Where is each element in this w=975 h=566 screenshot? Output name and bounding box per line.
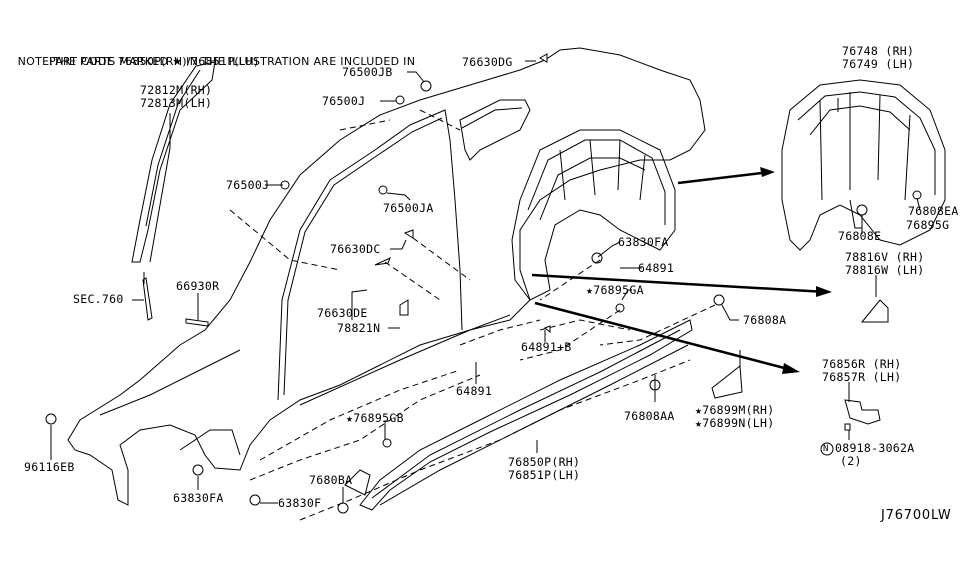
- part-number: 76899N(LH): [702, 416, 775, 430]
- part-number: 76895GA: [593, 283, 644, 297]
- dashed-guides: [229, 109, 716, 521]
- fender-liner-center: [511, 129, 676, 301]
- part-label-64891-lower[interactable]: 64891: [456, 384, 493, 398]
- part-label-72812m[interactable]: 72812M(RH): [140, 83, 213, 97]
- part-label-sec760[interactable]: SEC.760: [73, 292, 124, 306]
- part-label-76500ja[interactable]: 76500JA: [383, 201, 434, 215]
- diagram-code: J76700LW: [881, 508, 952, 523]
- part-label-76895g[interactable]: 76895G: [906, 218, 950, 232]
- part-label-76808e[interactable]: 76808E: [838, 229, 882, 243]
- part-number: 76895GB: [353, 411, 404, 425]
- part-label-08918-3062a[interactable]: 08918-3062A: [835, 441, 915, 455]
- part-label-63830fa-top[interactable]: 63830FA: [618, 235, 669, 249]
- star-icon: ★: [172, 55, 183, 68]
- part-label-64891-upper[interactable]: 64891: [638, 261, 675, 275]
- part-label-76749[interactable]: 76749 (LH): [842, 57, 915, 71]
- part-label-76500j-upper[interactable]: 76500J: [322, 94, 366, 108]
- roof-trim-part: [131, 61, 216, 263]
- part-label-76630dg[interactable]: 76630DG: [462, 55, 513, 69]
- part-label-78821n[interactable]: 78821N: [337, 321, 381, 335]
- trim-piece-76899m: [711, 365, 743, 399]
- note-line1-prefix: NOTE:THE PARTS MARKED: [17, 55, 169, 68]
- part-label-76850p[interactable]: 76850P(RH): [508, 455, 581, 469]
- strip-66930r: [185, 318, 209, 327]
- part-label-96116eb[interactable]: 96116EB: [24, 460, 75, 474]
- part-label-76895gb[interactable]: ★76895GB: [346, 412, 404, 425]
- part-label-76808aa[interactable]: 76808AA: [624, 409, 675, 423]
- part-label-78816v[interactable]: 78816V (RH): [845, 250, 925, 264]
- part-label-63830fa-bottom[interactable]: 63830FA: [173, 491, 224, 505]
- part-label-78816w[interactable]: 78816W (LH): [845, 263, 925, 277]
- part-label-76500jb[interactable]: 76500JB: [342, 65, 393, 79]
- star-icon: ★: [586, 283, 594, 297]
- part-label-76748[interactable]: 76748 (RH): [842, 44, 915, 58]
- part-label-76899m[interactable]: ★76899M(RH): [695, 404, 774, 417]
- part-label-76857r[interactable]: 76857R (LH): [822, 370, 902, 384]
- part-label-76630de[interactable]: 76630DE: [317, 306, 368, 320]
- part-label-76808ea[interactable]: 76808EA: [908, 204, 959, 218]
- leader-lines: [50, 60, 921, 504]
- part-label-76899n[interactable]: ★76899N(LH): [695, 417, 774, 430]
- nut-symbol-circle: [820, 442, 834, 456]
- note-text: NOTE:THE PARTS MARKED ★ IN THE ILLUSTRAT…: [10, 41, 415, 69]
- bracket-76856r: [844, 399, 881, 431]
- direction-arrows: [531, 167, 832, 374]
- part-number: 76899M(RH): [702, 403, 775, 417]
- mud-flap-part: [860, 299, 889, 323]
- star-icon: ★: [695, 403, 703, 417]
- part-label-76808a[interactable]: 76808A: [743, 313, 787, 327]
- note-line1-suffix: IN THE ILLUSTRATION ARE INCLUDED IN: [186, 55, 416, 68]
- part-label-76630dc[interactable]: 76630DC: [330, 242, 381, 256]
- part-label-7680ba[interactable]: 7680BA: [309, 473, 353, 487]
- star-icon: ★: [695, 416, 703, 430]
- part-label-76500j-lower[interactable]: 76500J: [226, 178, 270, 192]
- part-label-76851p[interactable]: 76851P(LH): [508, 468, 581, 482]
- nut-symbol-letter: N: [823, 444, 829, 454]
- fender-liner-rh: [781, 79, 946, 251]
- part-label-76856r[interactable]: 76856R (RH): [822, 357, 902, 371]
- part-label-72813m[interactable]: 72813M(LH): [140, 96, 213, 110]
- body-side-panel: [67, 47, 706, 506]
- part-label-63830f[interactable]: 63830F: [278, 496, 322, 510]
- star-icon: ★: [346, 411, 354, 425]
- part-label-08918-qty: (2): [840, 454, 862, 468]
- part-label-66930r[interactable]: 66930R: [176, 279, 220, 293]
- side-sill-trim: [344, 319, 693, 511]
- sec760-rod: [142, 272, 153, 321]
- part-label-64891b[interactable]: 64891+B: [521, 340, 572, 354]
- note-line2: PART CODE 76850P(RH)/76851P(LH): [49, 55, 259, 68]
- part-label-76895ga[interactable]: ★76895GA: [586, 284, 644, 297]
